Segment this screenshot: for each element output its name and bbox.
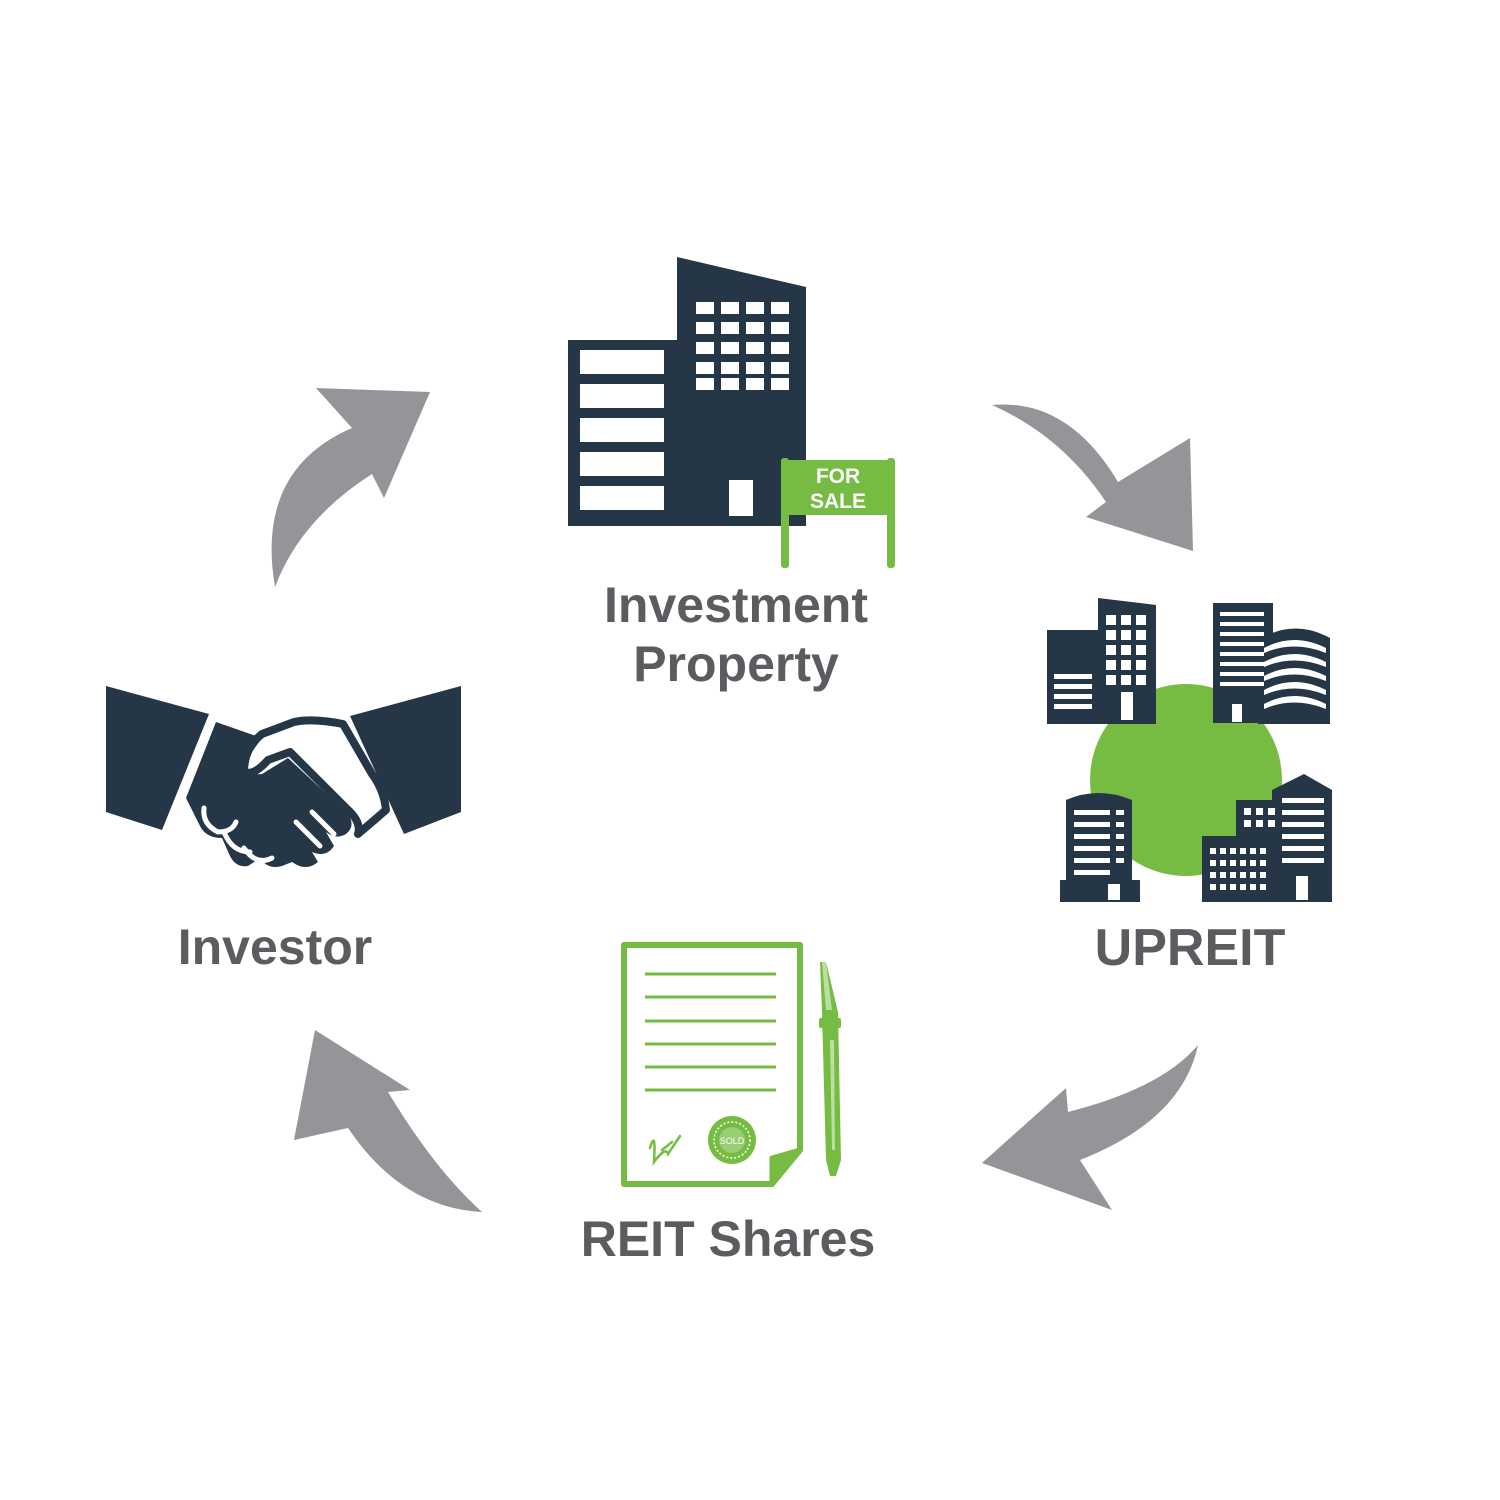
signed-contract-pen-icon: SOLD xyxy=(621,942,841,1187)
handshake-right-hand xyxy=(240,716,390,838)
arrow-shares-to-investor xyxy=(294,1030,482,1212)
label-investment-property-line2: Property xyxy=(633,635,839,692)
for-sale-line2: SALE xyxy=(810,490,866,513)
office-building-for-sale-icon: FOR SALE xyxy=(568,257,895,568)
contract-signature xyxy=(648,1134,682,1167)
handshake-right-sleeve xyxy=(350,686,461,834)
sold-seal-text: SOLD xyxy=(720,1136,745,1146)
for-sale-line1: FOR xyxy=(816,465,860,488)
arrow-property-to-upreit xyxy=(992,404,1193,551)
handshake-icon xyxy=(106,686,461,867)
upreit-building-bottom-right xyxy=(1202,774,1332,902)
label-reit-shares: REIT Shares xyxy=(580,1211,876,1267)
label-investor: Investor xyxy=(177,919,373,975)
handshake-left-sleeve xyxy=(106,686,209,830)
cycle-arrows xyxy=(271,388,1198,1212)
sold-seal: SOLD xyxy=(708,1116,756,1164)
for-sale-sign: FOR SALE xyxy=(781,458,895,568)
city-buildings-cluster-icon xyxy=(1047,598,1332,902)
upreit-building-top-right xyxy=(1213,603,1330,724)
label-upreit: UPREIT xyxy=(1094,919,1286,977)
arrow-upreit-to-shares xyxy=(982,1045,1198,1210)
upreit-building-top-left xyxy=(1047,598,1156,724)
label-investment-property: Investment Property xyxy=(536,576,936,693)
arrow-investor-to-property xyxy=(271,388,430,587)
pen-icon xyxy=(819,962,841,1176)
contract-page-curl xyxy=(769,1147,803,1187)
upreit-building-bottom-left xyxy=(1060,793,1140,902)
label-investment-property-line1: Investment xyxy=(604,577,868,633)
upreit-green-circle xyxy=(1090,684,1282,876)
